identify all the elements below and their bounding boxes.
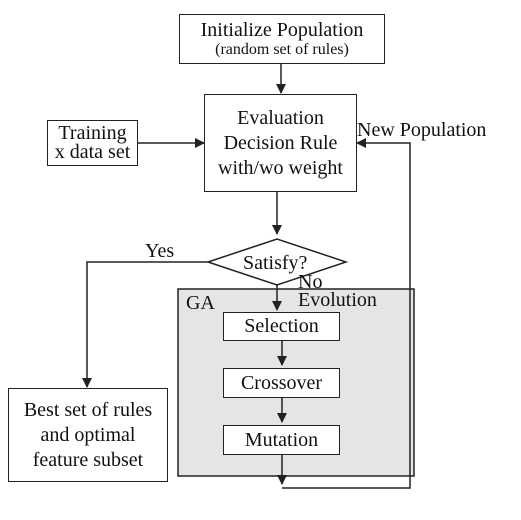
evolution-label: Evolution: [298, 289, 377, 311]
best-line1: Best set of rules: [23, 398, 153, 421]
crossover-box: Crossover: [223, 368, 340, 398]
best-line3: feature subset: [32, 448, 144, 471]
edge-yes-to-best: [82, 261, 208, 388]
yes-label: Yes: [145, 240, 175, 262]
edge-new-population-loop: [282, 138, 411, 489]
training-label: Training: [58, 122, 127, 144]
initialize-population-sublabel: (random set of rules): [215, 41, 349, 58]
training-sublabel: x data set: [54, 141, 131, 163]
selection-box: Selection: [223, 312, 340, 341]
initialize-population-box: Initialize Population (random set of rul…: [179, 14, 385, 64]
best-line2: and optimal: [40, 423, 136, 446]
evaluation-line3: with/wo weight: [218, 156, 343, 179]
no-label: No: [298, 271, 323, 293]
new-population-label: New Population: [357, 119, 487, 141]
initialize-population-label: Initialize Population: [200, 19, 364, 41]
training-data-box: Training x data set: [47, 120, 138, 166]
selection-label: Selection: [244, 315, 319, 337]
evaluation-line1: Evaluation: [237, 106, 324, 129]
mutation-box: Mutation: [223, 425, 340, 455]
evaluation-box: Evaluation Decision Rule with/wo weight: [204, 94, 357, 192]
best-rules-box: Best set of rules and optimal feature su…: [8, 388, 168, 482]
crossover-label: Crossover: [240, 371, 323, 394]
evaluation-line2: Decision Rule: [223, 131, 338, 154]
satisfy-label: Satisfy?: [243, 252, 308, 274]
mutation-label: Mutation: [244, 428, 319, 451]
ga-label: GA: [186, 292, 215, 314]
satisfy-diamond: [205, 238, 349, 286]
